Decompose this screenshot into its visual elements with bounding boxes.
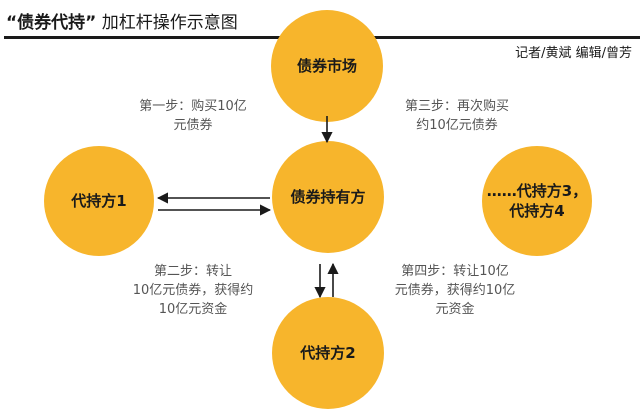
node-bond-holder-label: 债券持有方: [290, 187, 366, 206]
node-agent-2-label: 代持方2: [300, 343, 356, 362]
node-agent-4-label: 代持方4: [509, 202, 565, 220]
node-agent-2: 代持方2: [272, 297, 384, 409]
step-3-text: 第三步：再次购买 约10亿元债券: [404, 99, 509, 133]
title-quoted: “债券代持”: [6, 13, 97, 33]
title-rest: 加杠杆操作示意图: [101, 13, 238, 33]
credit-line: 记者/黄斌 编辑/曾芳: [515, 46, 632, 61]
node-bond-market: 债券市场: [271, 10, 383, 122]
node-agent-3-label: ……代持方3，: [486, 181, 588, 200]
node-bond-market-label: 债券市场: [296, 56, 357, 75]
node-bond-holder: 债券持有方: [272, 141, 384, 253]
step-4-text: 第四步：转让10亿 元债券，获得约10亿 元资金: [394, 264, 516, 317]
step-1-text: 第一步：购买10亿 元债券: [139, 99, 247, 133]
diagram-title: “债券代持” 加杠杆操作示意图: [6, 8, 238, 33]
node-agent-3-4: ……代持方3， 代持方4: [482, 146, 592, 256]
step-2-text: 第二步：转让 10亿元债券，获得约 10亿元资金: [132, 264, 254, 317]
node-agent-1-label: 代持方1: [71, 191, 127, 210]
node-agent-1: 代持方1: [44, 146, 154, 256]
